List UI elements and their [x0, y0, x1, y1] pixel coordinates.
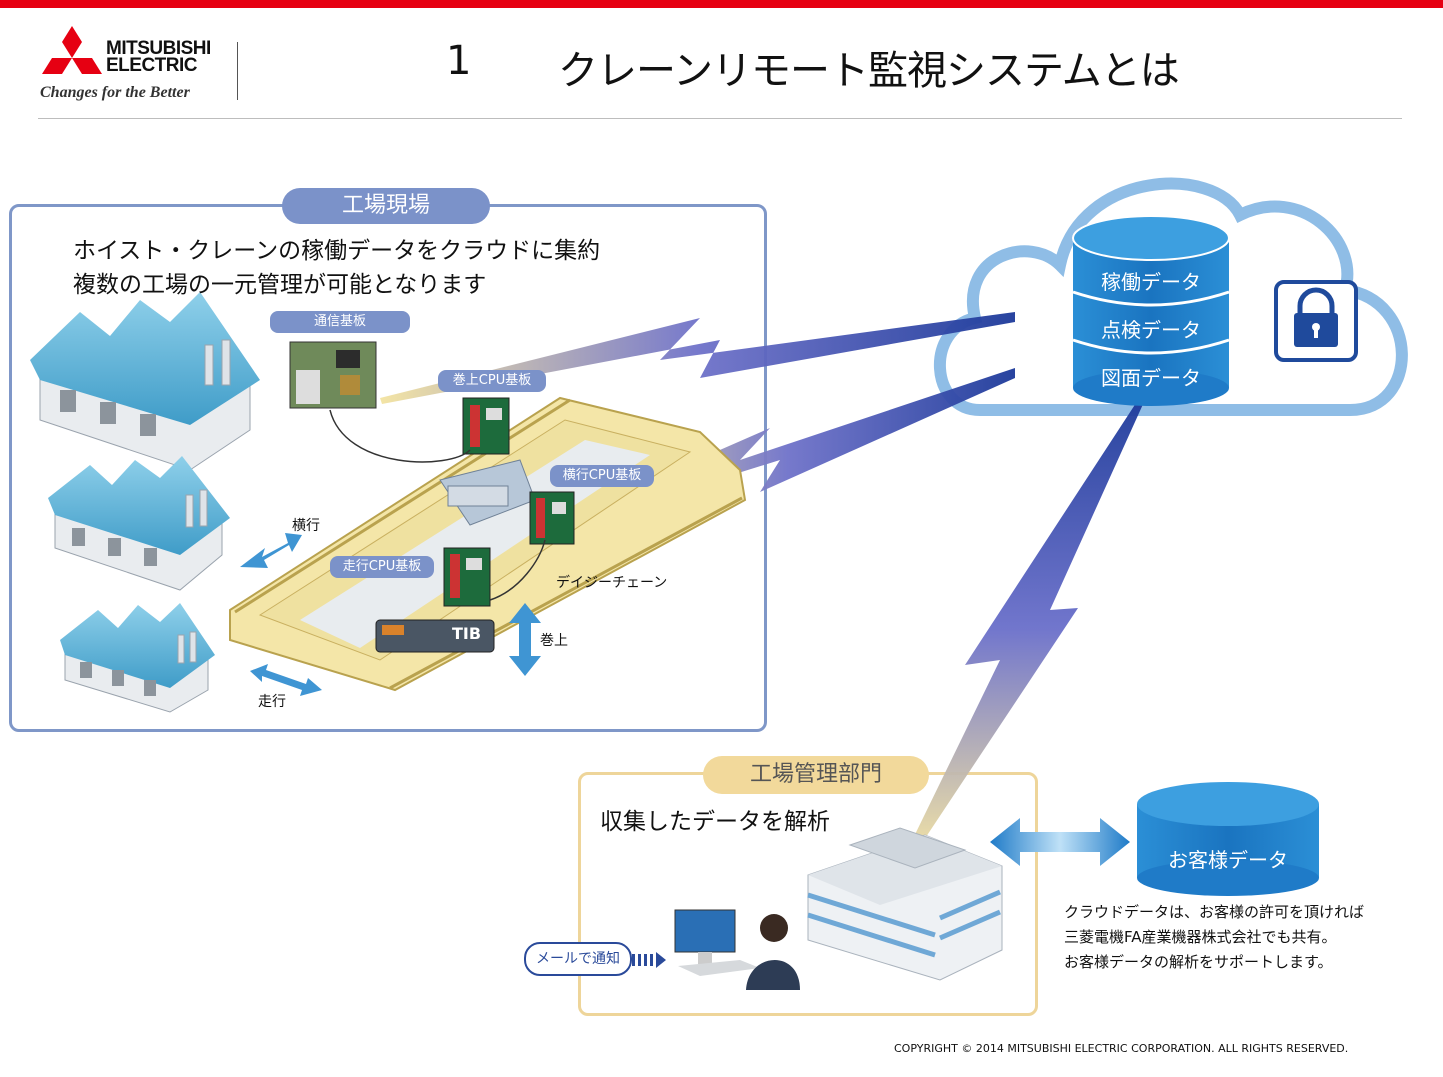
daisy-chain-label: デイジーチェーン: [556, 575, 668, 591]
traverse-arrow: [240, 533, 302, 568]
db-layer-operation: 稼働データ: [1101, 270, 1201, 294]
travel-arrow: [250, 664, 322, 696]
travel-label: 走行: [258, 694, 286, 710]
factory-building-3: [60, 603, 215, 713]
hoist-label: 巻上: [540, 633, 568, 649]
factory-description-line1: ホイスト・クレーンの稼働データをクラウドに集約: [73, 238, 601, 264]
office-building: [807, 827, 1003, 981]
signal-bolt-1: [380, 312, 1015, 404]
copyright: COPYRIGHT © 2014 MITSUBISHI ELECTRIC COR…: [894, 1042, 1349, 1055]
lock-icon: [1274, 280, 1358, 362]
daisy-chain-cable: [489, 539, 546, 601]
customer-db-label: お客様データ: [1168, 848, 1288, 872]
tagline: Changes for the Better: [40, 84, 190, 101]
db-layer-drawing: 図面データ: [1101, 366, 1201, 390]
hoist-arrow: [509, 603, 541, 676]
notification-arrow: [632, 952, 666, 968]
factory-building-2: [48, 456, 230, 591]
three-diamonds-icon: [42, 26, 102, 74]
management-description: 収集したデータを解析: [600, 809, 830, 835]
communication-board: [289, 341, 377, 409]
title-number: 1: [446, 38, 472, 84]
brand-name: MITSUBISHI ELECTRIC: [106, 38, 211, 76]
travel-cpu-board: [443, 547, 491, 607]
top-red-bar: [0, 0, 1443, 8]
db-layer-inspection: 点検データ: [1101, 318, 1201, 342]
cloud-database: [1072, 215, 1230, 406]
traverse-cpu-board: [529, 491, 575, 545]
comm-cable: [329, 409, 471, 463]
hoist-cpu-tag: 巻上CPU基板: [438, 370, 546, 392]
factory-site-label: 工場現場: [282, 188, 490, 224]
mitsubishi-logo: MITSUBISHI ELECTRIC Changes for the Bett…: [38, 26, 243, 104]
data-share-arrow: [990, 818, 1130, 866]
page-title: クレーンリモート監視システムとは: [558, 48, 1180, 94]
factory-description-line2: 複数の工場の一元管理が可能となります: [73, 272, 487, 298]
tib-device: [375, 619, 495, 653]
operator-at-computer: [674, 909, 800, 990]
traverse-cpu-tag: 横行CPU基板: [550, 465, 654, 487]
customer-note: クラウドデータは、お客様の許可を頂ければ 三菱電機FA産業機器株式会社でも共有。…: [1064, 900, 1364, 975]
hoist-cpu-board: [462, 397, 510, 455]
factory-description: ホイスト・クレーンの稼働データをクラウドに集約 複数の工場の一元管理が可能となり…: [73, 234, 600, 302]
customer-database: [1137, 782, 1319, 896]
logo-divider: [237, 42, 238, 100]
customer-note-line3: お客様データの解析をサポートします。: [1064, 953, 1333, 971]
customer-note-line1: クラウドデータは、お客様の許可を頂ければ: [1064, 903, 1365, 921]
title-divider: [38, 118, 1402, 119]
management-label: 工場管理部門: [703, 756, 929, 794]
signal-bolt-3: [905, 400, 1144, 858]
travel-cpu-tag: 走行CPU基板: [330, 556, 434, 578]
traverse-label: 横行: [292, 518, 320, 534]
comm-board-tag: 通信基板: [270, 311, 410, 333]
tib-label: TIB: [452, 624, 482, 643]
customer-note-line2: 三菱電機FA産業機器株式会社でも共有。: [1064, 928, 1337, 946]
factory-building-1: [30, 292, 260, 471]
mail-notification-badge: メールで通知: [524, 942, 632, 976]
